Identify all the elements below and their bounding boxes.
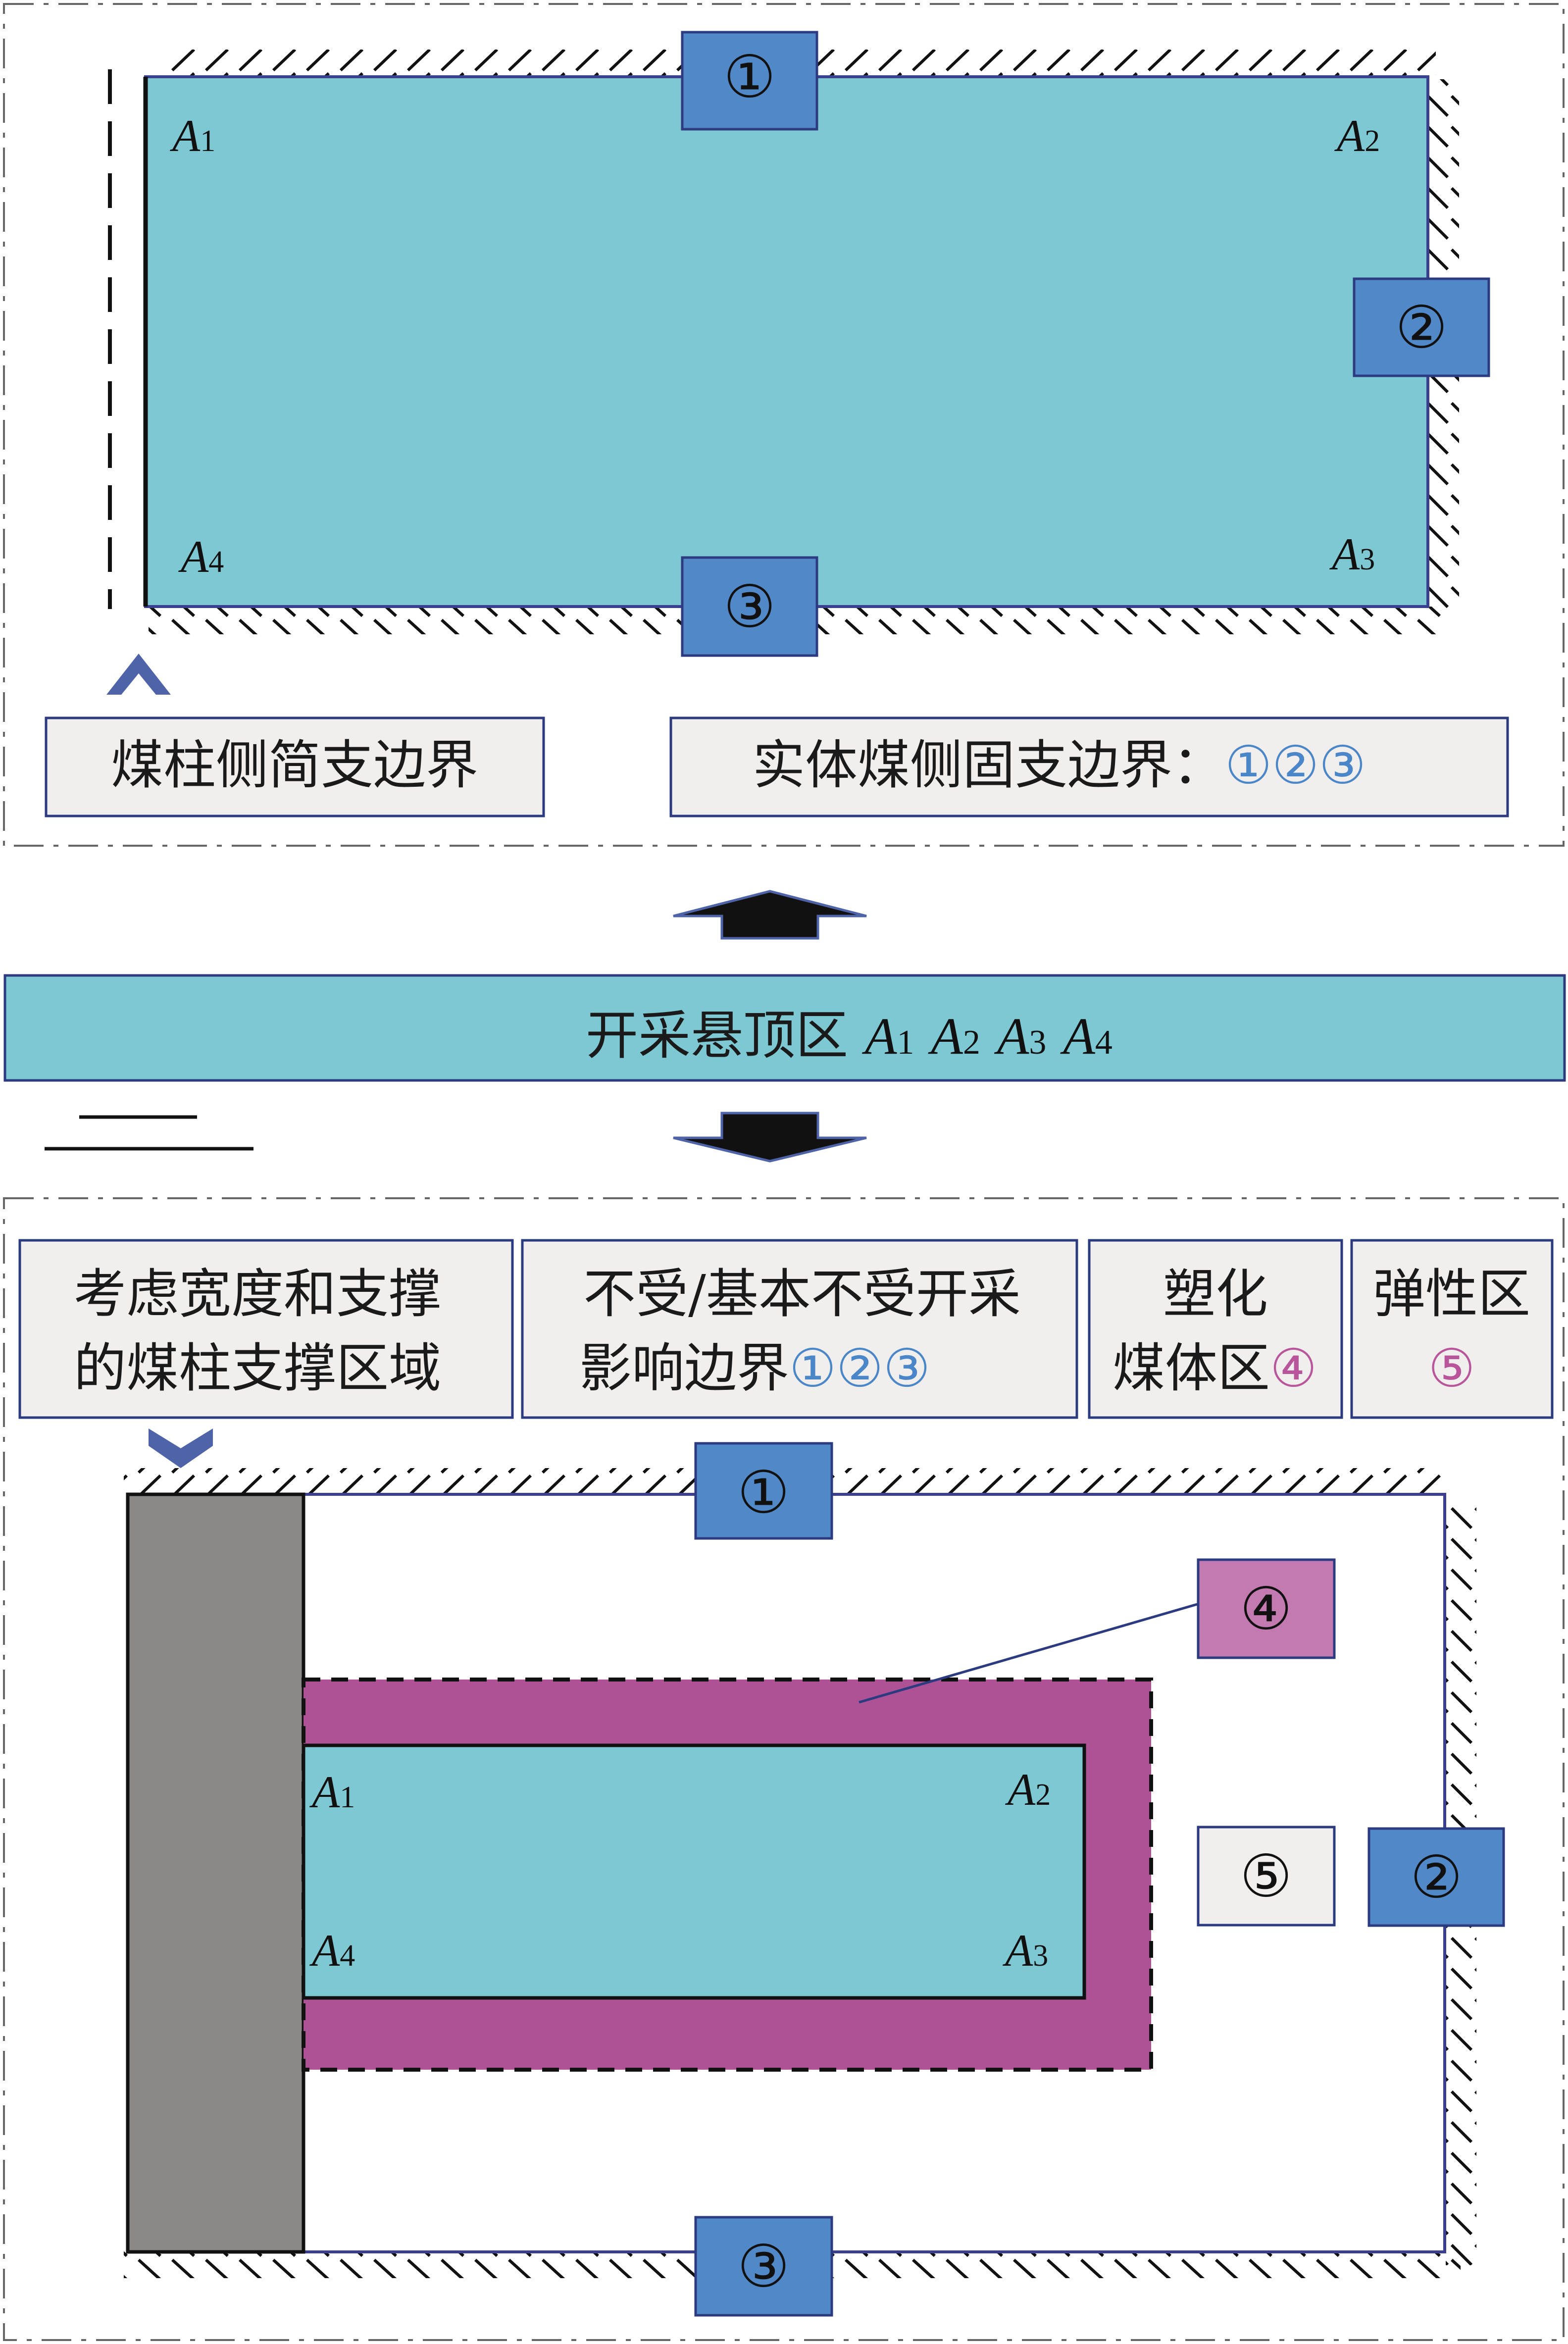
top-corner-a3: A3 bbox=[1329, 529, 1375, 579]
bottom-corner-a3: A3 bbox=[1002, 1925, 1048, 1976]
coal-pillar bbox=[126, 1492, 305, 2254]
bottom-corner-a4: A4 bbox=[309, 1925, 355, 1976]
bottom-marker-2: ② bbox=[1367, 1827, 1505, 1927]
down-arrow-icon bbox=[673, 1112, 867, 1163]
label-simple-support: 煤柱侧简支边界 bbox=[45, 716, 545, 817]
svg-text:不受/基本不受开采: 不受/基本不受开采 bbox=[583, 1264, 1021, 1325]
top-marker-1: ① bbox=[681, 31, 818, 131]
bottom-roof-area bbox=[302, 1743, 1086, 2000]
up-chevron-icon bbox=[106, 654, 171, 695]
plastic-zone-leader-line bbox=[859, 1603, 1198, 1704]
bottom-marker-4: ④ bbox=[1197, 1558, 1336, 1659]
svg-text:影响边界①②③: 影响边界①②③ bbox=[579, 1338, 930, 1399]
svg-text:⑤: ⑤ bbox=[1428, 1338, 1475, 1399]
bottom-corner-a1: A1 bbox=[309, 1767, 355, 1817]
svg-text:考虑宽度和支撑: 考虑宽度和支撑 bbox=[74, 1264, 441, 1325]
top-roof-area bbox=[144, 75, 1429, 608]
svg-text:①: ① bbox=[723, 43, 776, 111]
svg-text:弹性区: 弹性区 bbox=[1373, 1264, 1530, 1325]
svg-text:煤体区④: 煤体区④ bbox=[1113, 1338, 1317, 1399]
top-corner-a1: A1 bbox=[169, 110, 215, 161]
bottom-corner-a2: A2 bbox=[1005, 1764, 1051, 1815]
svg-text:实体煤侧固支边界：①②③: 实体煤侧固支边界：①②③ bbox=[753, 735, 1366, 796]
svg-text:开采悬顶区 A1 A2: 开采悬顶区 A1 A2 A3 A4 bbox=[586, 1005, 1113, 1066]
label-unaffected-boundary: 不受/基本不受开采 影响边界①②③ bbox=[521, 1239, 1078, 1419]
label-fixed-support: 实体煤侧固支边界：①②③ bbox=[669, 716, 1509, 817]
down-chevron-icon bbox=[149, 1428, 213, 1468]
top-panel-frame bbox=[3, 3, 1565, 847]
top-corner-a2: A2 bbox=[1334, 110, 1380, 161]
svg-text:④: ④ bbox=[1240, 1575, 1292, 1643]
top-marker-3: ③ bbox=[681, 556, 818, 657]
svg-text:⑤: ⑤ bbox=[1240, 1842, 1292, 1910]
svg-text:煤柱侧简支边界: 煤柱侧简支边界 bbox=[111, 735, 478, 796]
svg-text:③: ③ bbox=[737, 2232, 790, 2300]
bottom-marker-3: ③ bbox=[694, 2216, 833, 2317]
bottom-panel-frame bbox=[3, 1197, 1565, 2341]
bottom-marker-1: ① bbox=[694, 1442, 833, 1540]
mining-roof-bar: 开采悬顶区 A1 A2 A3 A4 bbox=[3, 974, 1566, 1082]
label-plastic-zone: 塑化 煤体区④ bbox=[1088, 1239, 1343, 1419]
label-elastic-zone: 弹性区 ⑤ bbox=[1350, 1239, 1554, 1419]
svg-text:①: ① bbox=[737, 1458, 790, 1527]
top-corner-a4: A4 bbox=[178, 531, 224, 582]
bottom-marker-5: ⑤ bbox=[1197, 1826, 1336, 1927]
svg-text:的煤柱支撑区域: 的煤柱支撑区域 bbox=[74, 1338, 441, 1399]
svg-text:②: ② bbox=[1410, 1843, 1463, 1911]
top-marker-2: ② bbox=[1353, 277, 1490, 377]
label-pillar-region: 考虑宽度和支撑 的煤柱支撑区域 bbox=[18, 1239, 514, 1419]
svg-text:③: ③ bbox=[723, 572, 776, 641]
svg-text:塑化: 塑化 bbox=[1163, 1264, 1268, 1325]
up-arrow-icon bbox=[673, 890, 867, 940]
svg-text:②: ② bbox=[1395, 293, 1448, 361]
